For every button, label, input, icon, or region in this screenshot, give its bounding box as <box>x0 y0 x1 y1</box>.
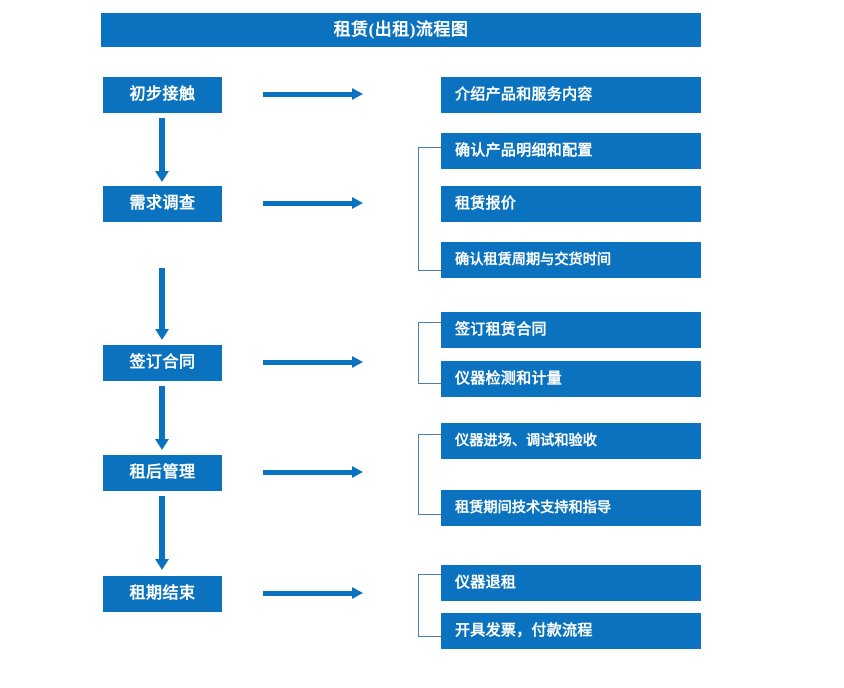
arrow-head <box>155 439 169 450</box>
arrow-down-1 <box>153 118 171 182</box>
detail-box-2-1[interactable]: 确认产品明细和配置 <box>441 133 701 169</box>
arrow-shaft <box>263 92 352 97</box>
stage-box-2[interactable]: 需求调查 <box>103 186 222 222</box>
group-bracket-3 <box>418 322 441 384</box>
detail-box-2-3[interactable]: 确认租赁周期与交货时间 <box>441 242 701 278</box>
group-bracket-5 <box>418 574 441 637</box>
detail-box-2-2[interactable]: 租赁报价 <box>441 186 701 222</box>
chart-title: 租赁(出租)流程图 <box>101 13 701 47</box>
arrow-head <box>352 88 363 100</box>
detail-box-3-2[interactable]: 仪器检测和计量 <box>441 361 701 397</box>
arrow-down-4 <box>153 496 171 570</box>
arrow-head <box>352 587 363 599</box>
detail-box-5-1[interactable]: 仪器退租 <box>441 565 701 601</box>
detail-box-1-1[interactable]: 介绍产品和服务内容 <box>441 77 701 113</box>
arrow-right-2 <box>263 195 363 213</box>
arrow-shaft <box>159 496 165 559</box>
arrow-shaft <box>263 470 352 475</box>
arrow-head <box>155 171 169 182</box>
arrow-head <box>155 559 169 570</box>
stage-box-4[interactable]: 租后管理 <box>103 455 222 491</box>
arrow-right-4 <box>263 464 363 482</box>
detail-box-4-2[interactable]: 租赁期间技术支持和指导 <box>441 490 701 526</box>
arrow-down-2 <box>153 268 171 340</box>
arrow-head <box>155 329 169 340</box>
arrow-shaft <box>263 201 352 206</box>
arrow-right-1 <box>263 86 363 104</box>
arrow-shaft <box>159 268 165 329</box>
arrow-shaft <box>263 360 352 365</box>
group-bracket-4 <box>418 434 441 515</box>
detail-box-3-1[interactable]: 签订租赁合同 <box>441 312 701 348</box>
detail-box-4-1[interactable]: 仪器进场、调试和验收 <box>441 423 701 459</box>
arrow-right-5 <box>263 585 363 603</box>
arrow-shaft <box>159 118 165 171</box>
arrow-shaft <box>159 386 165 439</box>
stage-box-3[interactable]: 签订合同 <box>103 345 222 381</box>
arrow-right-3 <box>263 354 363 372</box>
arrow-head <box>352 197 363 209</box>
stage-box-5[interactable]: 租期结束 <box>103 576 222 612</box>
arrow-head <box>352 356 363 368</box>
stage-box-1[interactable]: 初步接触 <box>103 77 222 113</box>
arrow-shaft <box>263 591 352 596</box>
detail-box-5-2[interactable]: 开具发票，付款流程 <box>441 613 701 649</box>
arrow-head <box>352 466 363 478</box>
arrow-down-3 <box>153 386 171 450</box>
group-bracket-2 <box>418 147 441 271</box>
